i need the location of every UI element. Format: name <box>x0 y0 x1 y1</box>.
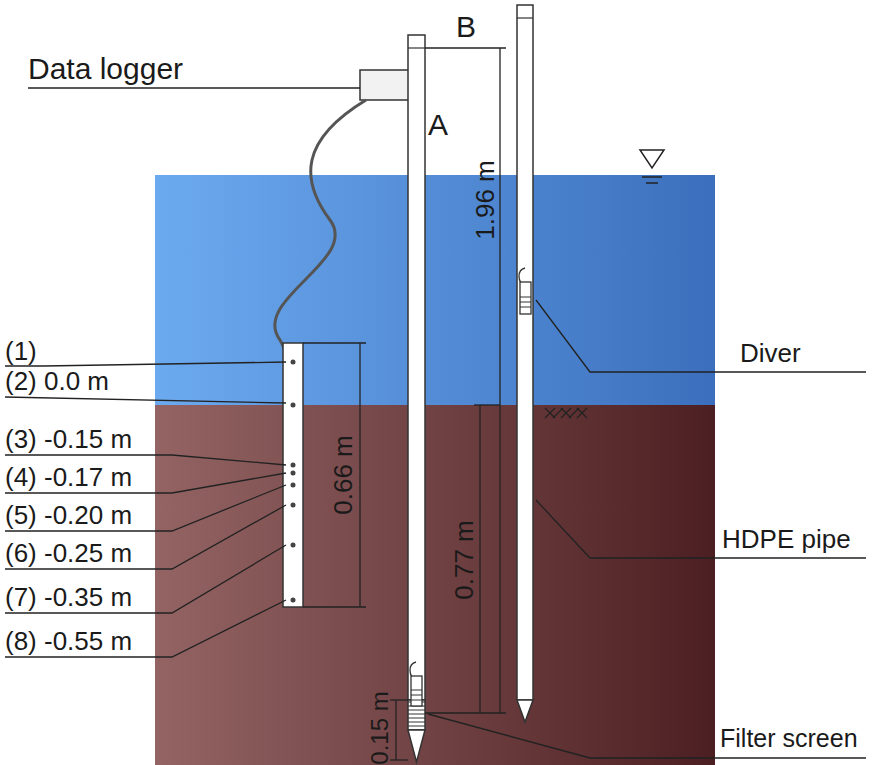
ground-hatch <box>545 408 587 418</box>
probe <box>283 343 303 607</box>
diver-symbol <box>519 268 531 314</box>
callout-number: (3) -0.15 m <box>5 424 132 454</box>
pipe-tip <box>408 730 425 762</box>
pipe <box>408 35 425 700</box>
water-column <box>155 175 715 405</box>
part-label: HDPE pipe <box>722 524 851 554</box>
sediment <box>155 405 715 765</box>
callout-number: (4) -0.17 m <box>5 462 132 492</box>
leader-line <box>28 87 360 89</box>
part-label: Data logger <box>28 52 183 86</box>
leader-lines <box>5 362 286 657</box>
leader-lines <box>428 300 866 758</box>
callout-letter: A <box>428 108 448 142</box>
dimension-line <box>390 48 506 760</box>
callout-number: (7) -0.35 m <box>5 582 132 612</box>
pipe-tip <box>517 700 533 722</box>
probe-sensors <box>291 360 296 603</box>
dimension: 0.15 m <box>366 691 394 764</box>
callout-number: (2) 0.0 m <box>5 366 109 396</box>
callout-number: (5) -0.20 m <box>5 500 132 530</box>
dimension: 0.66 m <box>328 435 358 515</box>
diver-symbol <box>410 662 422 706</box>
water-level-symbol <box>640 150 664 183</box>
dimension-line <box>303 343 366 607</box>
dimension: 1.96 m <box>470 160 500 240</box>
callout-letter: B <box>456 10 476 44</box>
callout-number: (6) -0.25 m <box>5 538 132 568</box>
part-label: Filter screen <box>720 724 858 753</box>
hdpe-pipe <box>517 5 533 700</box>
dimension: 0.77 m <box>449 520 479 600</box>
callout-number: (1) <box>5 336 37 366</box>
part-label: Diver <box>740 338 801 368</box>
callout-number: (8) -0.55 m <box>5 626 132 656</box>
